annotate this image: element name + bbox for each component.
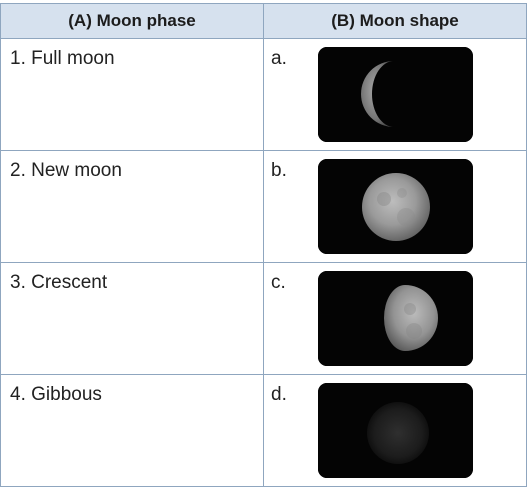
shape-letter: d. [271,384,287,405]
moon-matching-table: (A) Moon phase (B) Moon shape 1. Full mo… [0,3,527,487]
shape-cell: c. [263,262,527,375]
phase-label: 3. Crescent [10,272,108,293]
table-row: 4. Gibbous d. [0,374,527,487]
shape-cell: d. [263,374,527,487]
phase-label: 2. New moon [10,160,122,181]
header-moon-phase: (A) Moon phase [0,3,264,39]
table-row: 3. Crescent c. [0,262,527,375]
table-row: 1. Full moon a. [0,38,527,151]
waxing-crescent-moon-icon [318,47,473,142]
phase-label: 4. Gibbous [10,384,102,405]
shape-letter: a. [271,48,287,69]
header-moon-shape: (B) Moon shape [263,3,527,39]
phase-cell: 4. Gibbous [0,374,264,487]
phase-cell: 2. New moon [0,150,264,263]
phase-label: 1. Full moon [10,48,115,69]
full-moon-icon [318,159,473,254]
phase-cell: 1. Full moon [0,38,264,151]
new-moon-icon [318,383,473,478]
gibbous-moon-icon [318,271,473,366]
table-row: 2. New moon b. [0,150,527,263]
phase-cell: 3. Crescent [0,262,264,375]
shape-cell: b. [263,150,527,263]
shape-letter: b. [271,160,287,181]
shape-cell: a. [263,38,527,151]
shape-letter: c. [271,272,286,293]
header-row: (A) Moon phase (B) Moon shape [0,3,527,39]
